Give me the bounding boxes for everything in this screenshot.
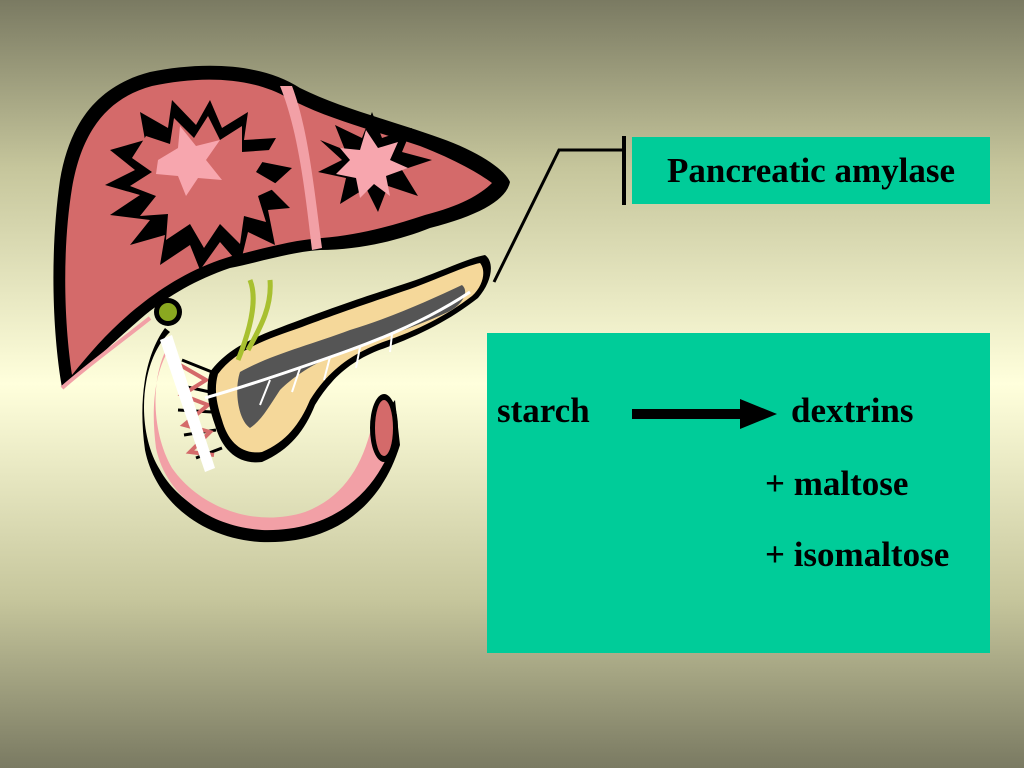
enzyme-label-box: Pancreatic amylase: [632, 137, 990, 204]
bile-duct: [235, 279, 273, 361]
pancreas-illustration: [204, 255, 491, 463]
coproduct-label: + isomaltose: [765, 535, 950, 574]
enzyme-title: Pancreatic amylase: [666, 150, 955, 190]
duodenum-illustration: [142, 328, 400, 543]
product-label: dextrins: [791, 391, 914, 430]
liver-illustration: [53, 65, 511, 390]
coproduct-label: + maltose: [765, 464, 909, 503]
callout-line: [492, 148, 624, 283]
reaction-arrow-icon: [632, 399, 777, 429]
reaction-box: starch dextrins + maltose + isomaltose: [487, 333, 990, 653]
substrate-label: starch: [497, 391, 590, 430]
gallbladder-illustration: [154, 298, 182, 326]
